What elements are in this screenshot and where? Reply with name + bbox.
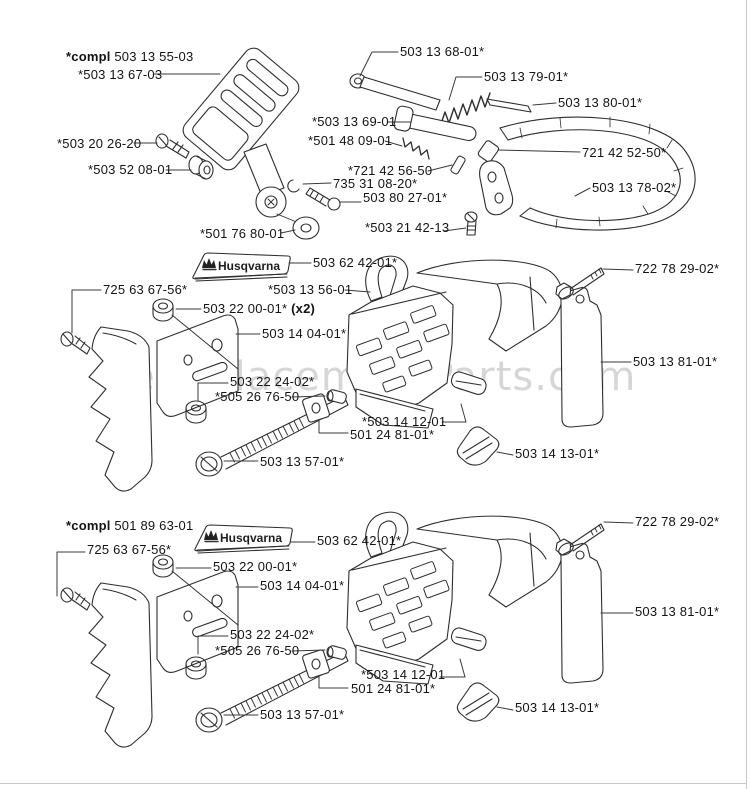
part-label-725-63-67-56: 725 63 67-56* [103,282,188,297]
part-label-501-48-09-01: *501 48 09-01 [308,133,393,148]
part-label-722-78-29-02: 722 78 29-02* [635,261,720,276]
roll-pin [450,155,466,175]
brake-spring-small [402,137,430,160]
part-label-503-13-81-01-b: 503 13 81-01* [635,604,720,619]
guard-bushing [188,155,214,180]
band-pin [477,140,500,163]
compl-prefix: *compl [66,49,111,64]
part-label-503-13-69-01: *503 13 69-01 [312,114,397,129]
part-label-503-21-42-13: *503 21 42-13 [365,220,450,235]
part-label-503-22-00-01-b: 503 22 00-01* [213,559,298,574]
part-label-503-62-42-01: 503 62 42-01* [313,255,398,270]
part-label-501-76-80-01: *501 76 80-01 [200,226,285,241]
part-label-503-13-80-01: 503 13 80-01* [558,95,643,110]
band-anchor-clamp [479,160,514,216]
part-label-503-14-04-01-b: 503 14 04-01* [260,578,345,593]
compl-prefix: *compl [66,518,111,533]
part-label-503-13-67-03: *503 13 67-03 [78,67,163,82]
part-label-721-42-52-50: 721 42 52-50* [582,145,667,160]
brake-rod [349,73,441,111]
image-border-right [746,0,747,789]
quantity-note: (x2) [291,301,316,316]
part-label-503-13-56-01: *503 13 56-01 [268,282,353,297]
part-label-compl-503-13-55-03: *compl 503 13 55-03 [66,50,193,63]
part-label-722-78-29-02-b: 722 78 29-02* [635,514,720,529]
husqvarna-badge-2 [194,524,293,554]
part-label-503-20-26-20: *503 20 26-20 [57,136,142,151]
guard-screw [155,133,190,159]
part-number: 503 13 55-03 [114,49,194,64]
part-number: 501 89 63-01 [114,518,194,533]
part-label-503-14-12-01-b: *503 14 12-01 [361,667,446,682]
part-label-503-52-08-01: *503 52 08-01 [88,162,173,177]
part-label-503-22-24-02-b: 503 22 24-02* [230,627,315,642]
part-label-503-22-24-02: 503 22 24-02* [230,374,315,389]
part-label-501-24-81-01: 501 24 81-01* [350,427,435,442]
part-label-503-14-13-01-b: 503 14 13-01* [515,700,600,715]
part-label-503-62-42-01-b: 503 62 42-01* [317,533,402,548]
part-label-503-14-04-01: 503 14 04-01* [262,326,347,341]
retainer-clip [287,179,300,193]
part-label-compl-501-89-63-01: *compl 501 89 63-01 [66,519,193,532]
part-label-503-14-13-01: 503 14 13-01* [515,446,600,461]
brake-lever [393,105,477,142]
brake-band [499,116,696,231]
pivot-knob [292,216,320,240]
part-number: 503 22 00-01* [203,301,288,316]
part-label-503-13-57-01-b: 503 13 57-01* [260,707,345,722]
part-label-735-31-08-20: 735 31 08-20* [333,176,418,191]
brake-spring-large [439,92,491,128]
part-label-503-13-81-01: 503 13 81-01* [633,354,718,369]
part-label-505-26-76-50-b: *505 26 76-50 [215,643,300,658]
part-label-505-26-76-50: *505 26 76-50 [215,389,300,404]
part-label-725-63-67-56-b: 725 63 67-56* [87,542,172,557]
image-border-bottom [0,783,747,784]
flat-spring-leaf [486,98,532,113]
part-label-503-14-12-01: *503 14 12-01 [362,414,447,429]
part-label-503-22-00-01-x2: 503 22 00-01* (x2) [203,302,315,315]
leader-lines [56,51,634,716]
part-label-503-13-79-01: 503 13 79-01* [484,69,569,84]
husqvarna-badge-1 [192,252,291,282]
part-label-503-13-57-01: 503 13 57-01* [260,454,345,469]
part-label-503-13-68-01: 503 13 68-01* [400,44,485,59]
chain-brake-assembly [155,47,696,240]
band-screw [464,211,478,236]
part-label-503-80-27-01: 503 80 27-01* [363,190,448,205]
part-label-721-42-56-50: *721 42 56-50 [348,163,433,178]
front-hand-guard [182,47,300,224]
part-label-501-24-81-01-b: 501 24 81-01* [351,681,436,696]
part-label-503-13-78-02: 503 13 78-02* [592,180,677,195]
pivot-bolt [305,187,341,211]
